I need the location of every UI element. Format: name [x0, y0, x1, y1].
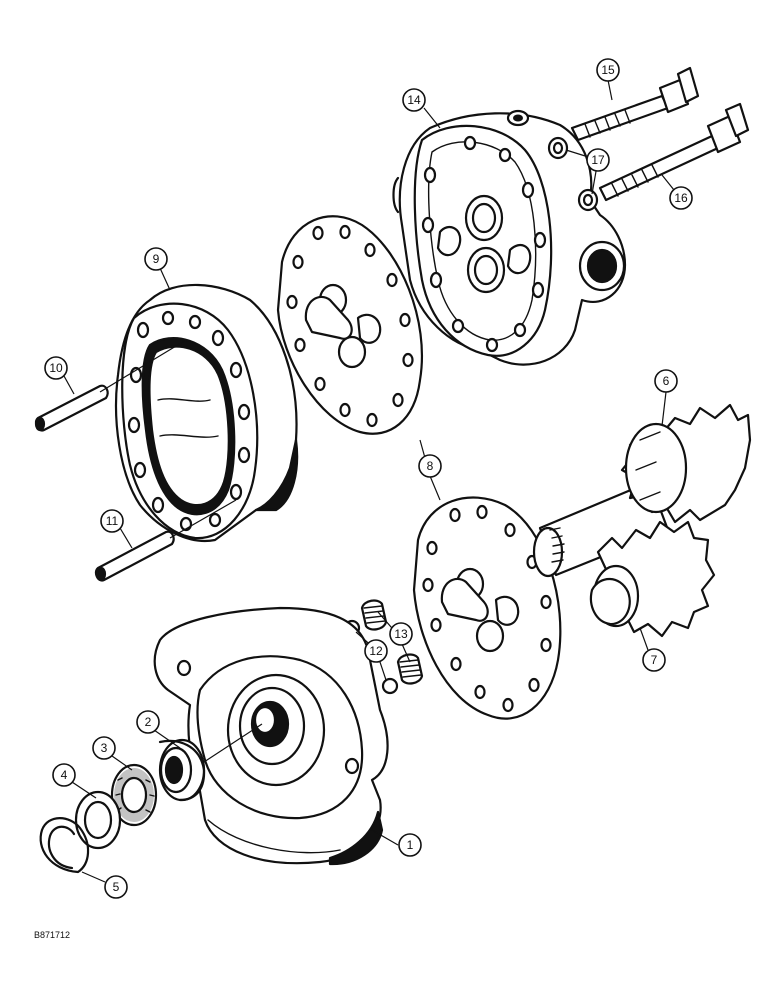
callout-15-label: 15 — [601, 63, 615, 77]
part-8-wear-plate-upper — [276, 215, 424, 435]
callout-14-label: 14 — [407, 93, 421, 107]
callout-13: 13 — [389, 622, 413, 646]
callout-17: 17 — [586, 148, 610, 172]
part-4-flat-washer — [74, 790, 122, 850]
callout-11: 11 — [100, 509, 124, 533]
callout-16: 16 — [669, 186, 693, 210]
part-10-dowel-pin — [34, 384, 109, 432]
part-2-shaft-seal — [158, 738, 206, 802]
callout-6-label: 6 — [663, 374, 670, 388]
callout-3-label: 3 — [101, 741, 108, 755]
part-14-rear-cover — [392, 109, 627, 366]
part-1-front-cover — [153, 606, 389, 866]
part-13-springs — [360, 599, 424, 685]
callout-9: 9 — [144, 247, 168, 271]
callout-16-label: 16 — [674, 191, 688, 205]
callout-12-label: 12 — [369, 644, 383, 658]
part-3-felt-washer — [110, 763, 158, 827]
callout-14: 14 — [402, 88, 426, 112]
callout-11-label: 11 — [106, 514, 119, 528]
part-11-dowel-pin — [94, 530, 175, 582]
callout-1-label: 1 — [407, 838, 414, 852]
leader-lines — [63, 79, 679, 883]
callout-17-label: 17 — [591, 153, 605, 167]
callout-1: 1 — [398, 833, 422, 857]
part-7-idler-gear — [589, 520, 716, 638]
figure-id-label: B871712 — [34, 930, 70, 940]
part-17-washers — [547, 136, 599, 212]
callout-10-label: 10 — [49, 361, 63, 375]
callout-8-label: 8 — [427, 459, 434, 473]
callout-12: 12 — [364, 639, 388, 663]
callout-group: 1 2 3 4 5 6 7 8 9 10 11 12 13 14 15 16 1… — [44, 58, 693, 899]
callout-8: 8 — [418, 454, 442, 478]
callout-15: 15 — [596, 58, 620, 82]
part-6-drive-gear-shaft — [532, 403, 752, 578]
callout-9-label: 9 — [153, 252, 160, 266]
callout-3: 3 — [92, 736, 116, 760]
callout-13-label: 13 — [394, 627, 408, 641]
part-16-bolt — [598, 102, 750, 202]
callout-4-label: 4 — [61, 768, 68, 782]
callout-2: 2 — [136, 710, 160, 734]
callout-4: 4 — [52, 763, 76, 787]
callout-7: 7 — [642, 648, 666, 672]
callout-7-label: 7 — [651, 653, 658, 667]
callout-5-label: 5 — [113, 880, 120, 894]
callout-5: 5 — [104, 875, 128, 899]
part-15-bolt — [570, 66, 700, 142]
part-8-wear-plate-lower — [412, 496, 562, 720]
callout-6: 6 — [654, 369, 678, 393]
callout-10: 10 — [44, 356, 68, 380]
callout-2-label: 2 — [145, 715, 152, 729]
part-5-retaining-ring — [39, 817, 90, 874]
part-9-gear-housing — [114, 283, 299, 543]
